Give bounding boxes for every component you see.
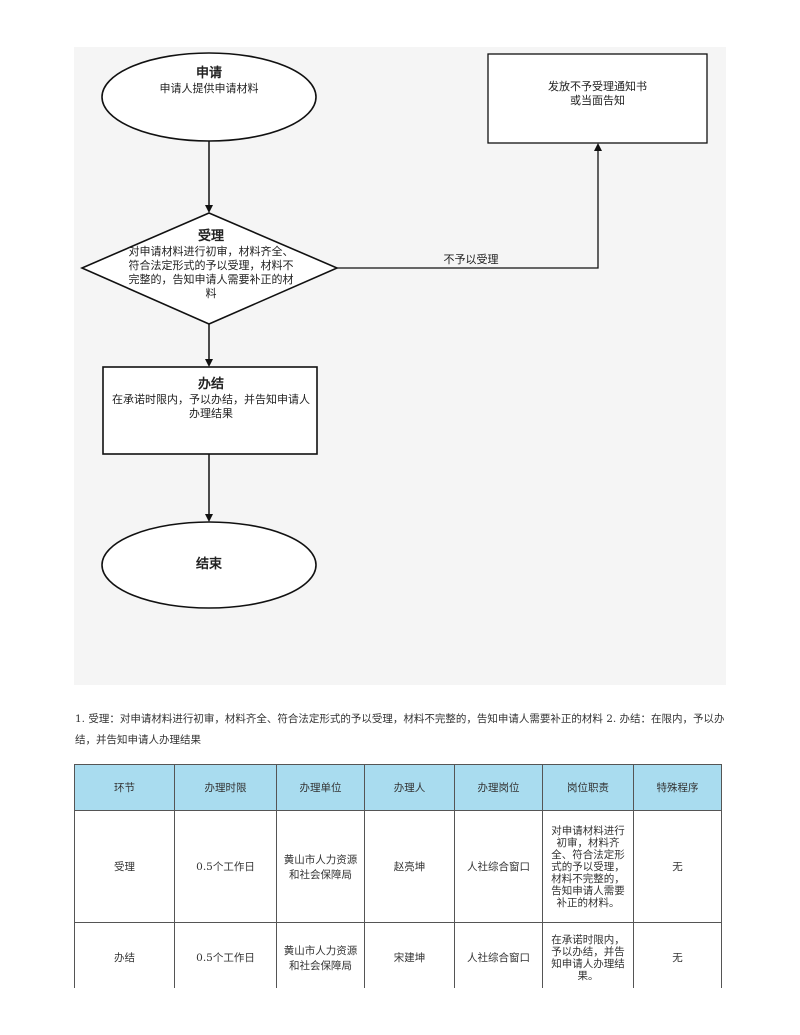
apply-title: 申请	[195, 66, 222, 81]
table-cell: 办结	[74, 922, 175, 988]
accept-title: 受理	[197, 229, 224, 244]
reject-line-1: 发放不予受理通知书	[548, 80, 647, 93]
reject-connector	[337, 143, 602, 269]
end-title: 结束	[195, 557, 222, 572]
accept-node-text: 受理 对申请材料进行初审，材料齐全、符合法定形式的予以受理，材料不完整的，告知申…	[126, 229, 296, 301]
flowchart-shapes	[80, 52, 708, 609]
process-table: 环节 办理时限 办理单位 办理人 办理岗位 岗位职责 特殊程序 受理 0.5个工…	[74, 764, 722, 988]
reject-label: 不予以受理	[443, 253, 499, 266]
apply-node-text: 申请 申请人提供申请材料	[119, 66, 299, 96]
finish-title: 办结	[197, 377, 224, 392]
table-clip: 环节 办理时限 办理单位 办理人 办理岗位 岗位职责 特殊程序 受理 0.5个工…	[70, 760, 730, 988]
finish-desc: 在承诺时限内，予以办结，并告知申请人办理结果	[112, 393, 310, 420]
end-ellipse	[101, 521, 317, 609]
reject-box	[487, 53, 708, 144]
process-description: 1. 受理：对申请材料进行初审，材料齐全、符合法定形式的予以受理，材料不完整的，…	[75, 713, 725, 746]
finish-node-text: 办结 在承诺时限内，予以办结，并告知申请人办理结果	[112, 377, 310, 421]
flowchart-panel: 申请 申请人提供申请材料 发放不予受理通知书 或当面告知 受理 对申请材料进行初…	[74, 47, 726, 685]
header-cell: 环节	[74, 764, 175, 811]
table-cell: 人社综合窗口	[454, 810, 543, 923]
reject-line-2: 或当面告知	[570, 94, 625, 107]
accept-desc: 对申请材料进行初审，材料齐全、符合法定形式的予以受理，材料不完整的，告知申请人需…	[128, 245, 294, 300]
table-cell: 受理	[74, 810, 175, 923]
table-cell: 在承诺时限内，予以办结，并告知申请人办理结果。	[542, 922, 634, 988]
table-cell: 黄山市人力资源和社会保障局	[276, 922, 365, 988]
header-cell: 办理时限	[174, 764, 277, 811]
table-cell: 对申请材料进行初审，材料齐全、符合法定形式的予以受理，材料不完整的，告知申请人需…	[542, 810, 634, 923]
table-cell: 无	[633, 810, 722, 923]
table-header-row: 环节 办理时限 办理单位 办理人 办理岗位 岗位职责 特殊程序	[74, 764, 722, 811]
header-cell: 办理人	[364, 764, 455, 811]
header-cell: 办理岗位	[454, 764, 543, 811]
table-cell: 0.5个工作日	[174, 810, 277, 923]
apply-desc: 申请人提供申请材料	[159, 82, 259, 95]
finish-box	[102, 366, 318, 455]
end-node-text: 结束	[159, 557, 259, 573]
table-cell: 人社综合窗口	[454, 922, 543, 988]
table-cell: 赵亮坤	[364, 810, 455, 923]
table-row: 受理 0.5个工作日 黄山市人力资源和社会保障局 赵亮坤 人社综合窗口 对申请材…	[74, 810, 722, 923]
header-cell: 特殊程序	[633, 764, 722, 811]
header-cell: 岗位职责	[542, 764, 634, 811]
table-cell: 0.5个工作日	[174, 922, 277, 988]
table-cell: 无	[633, 922, 722, 988]
table-cell: 宋建坤	[364, 922, 455, 988]
header-cell: 办理单位	[276, 764, 365, 811]
table-row: 办结 0.5个工作日 黄山市人力资源和社会保障局 宋建坤 人社综合窗口 在承诺时…	[74, 922, 722, 988]
table-cell: 黄山市人力资源和社会保障局	[276, 810, 365, 923]
reject-box-text: 发放不予受理通知书 或当面告知	[494, 80, 701, 108]
